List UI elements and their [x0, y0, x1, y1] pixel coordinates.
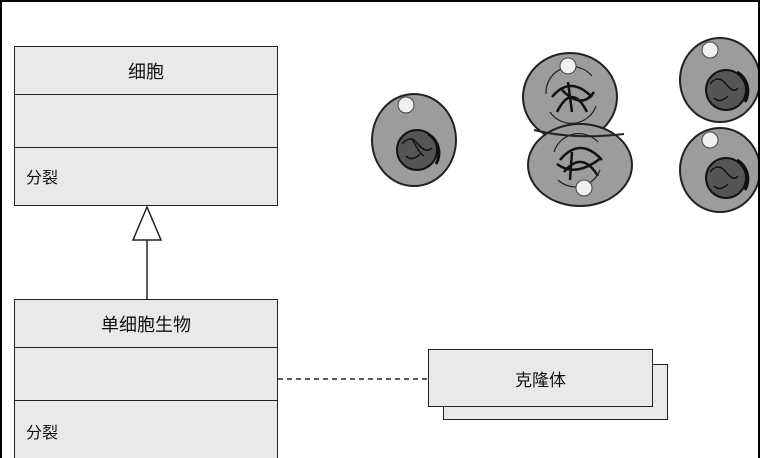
class-attributes	[15, 95, 277, 148]
class-operations: 分裂	[26, 423, 59, 442]
object-box-clone: 克隆体	[428, 349, 653, 407]
cell-illustration-1	[371, 93, 457, 187]
class-name: 细胞	[15, 47, 277, 95]
cell-illustration-3	[679, 37, 758, 123]
generalization-arrowhead	[131, 205, 163, 241]
class-name: 单细胞生物	[15, 300, 277, 348]
class-box-cell: 细胞 分裂	[14, 46, 278, 206]
class-box-unicellular: 单细胞生物 分裂	[14, 299, 278, 458]
cell-illustration-dividing	[522, 52, 633, 207]
class-attributes	[15, 348, 277, 401]
class-operations: 分裂	[26, 167, 59, 187]
cell-illustration-4	[679, 127, 758, 213]
